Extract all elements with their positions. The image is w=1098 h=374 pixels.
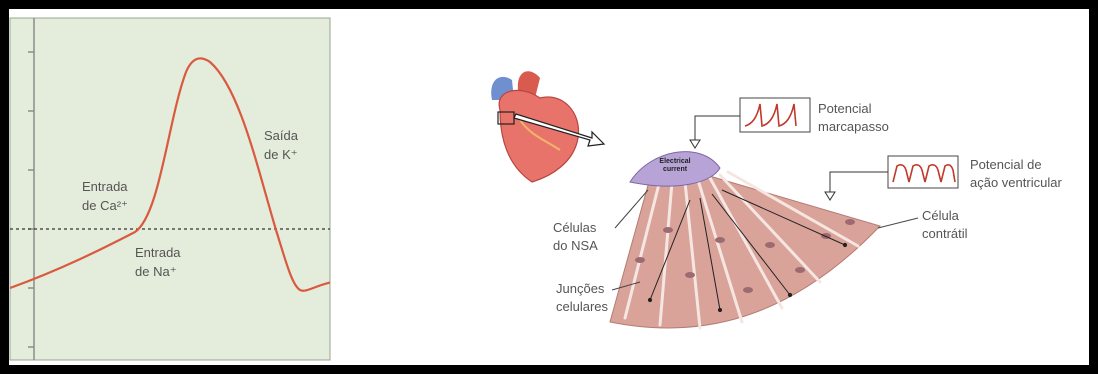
cell-nucleus [743,287,753,293]
label-calcium-entry-line2: de Ca²⁺ [82,198,128,213]
action-potential-graph: Entrada de Ca²⁺ Entrada de Na⁺ Saída de … [10,18,332,360]
electrical-current-label-line2: current [663,166,688,173]
cell-nucleus [795,267,805,273]
ventricular-label-line2: ação ventricular [970,175,1062,190]
pacemaker-connector [695,116,740,140]
label-potassium-exit-line2: de K⁺ [264,147,298,162]
cell-nucleus [663,227,673,233]
cell-nucleus [635,257,645,263]
pacemaker-trace-box [740,98,810,132]
label-sodium-entry-line1: Entrada [135,245,181,260]
label-potassium-exit-line1: Saída [264,128,299,143]
cell-nucleus [715,237,725,243]
conduction-diagram: Electrical current Potencial marcapasso … [491,71,1062,328]
arrow-head [843,243,846,246]
nsa-label-line2: do NSA [553,238,598,253]
heart-illustration [491,71,578,182]
pacemaker-label-line1: Potencial [818,101,872,116]
electrical-current-label-line1: Electrical [659,158,690,165]
pacemaker-potential-callout: Potencial marcapasso [690,98,889,148]
contractile-pointer [878,218,918,228]
arrow-head [648,298,651,301]
arrow-head [718,308,721,311]
nsa-label-line1: Células [553,220,597,235]
junctions-label-line1: Junções [556,281,605,296]
pacemaker-label-line2: marcapasso [818,119,889,134]
graph-panel [10,18,330,360]
label-calcium-entry-line1: Entrada [82,179,128,194]
pacemaker-connector-arrow [690,140,700,148]
arrow-head [788,293,791,296]
ventricular-potential-callout: Potencial de ação ventricular [825,156,1062,200]
junctions-label-line2: celulares [556,299,609,314]
contractile-label-line1: Célula [922,208,960,223]
cell-nucleus [765,242,775,248]
cell-nucleus [845,219,855,225]
cell-nucleus [685,272,695,278]
ventricular-connector-arrow [825,192,835,200]
label-sodium-entry-line2: de Na⁺ [135,264,177,279]
ventricular-label-line1: Potencial de [970,157,1042,172]
contractile-label-line2: contrátil [922,226,968,241]
ventricular-connector [830,172,890,192]
